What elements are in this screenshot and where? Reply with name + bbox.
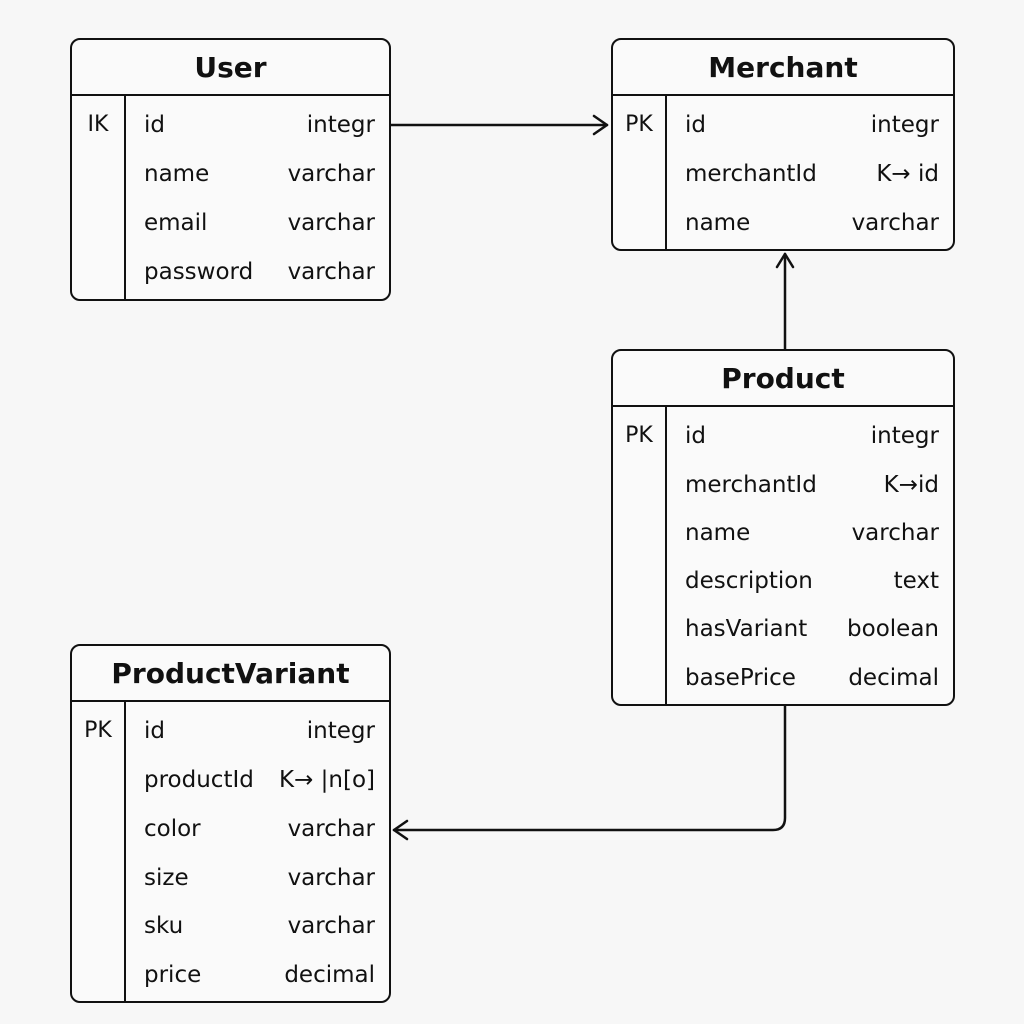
- column-name: id: [685, 112, 706, 138]
- column-row: hasVariant boolean: [685, 614, 939, 644]
- column-row: price decimal: [144, 960, 375, 990]
- column-type: varchar: [287, 816, 375, 842]
- key-column: IK: [72, 96, 126, 299]
- column-name: productId: [144, 767, 254, 793]
- key-column: PK: [613, 96, 667, 249]
- relation-product-productvariant: [392, 703, 787, 841]
- column-type: varchar: [851, 520, 939, 546]
- column-name: id: [144, 718, 165, 744]
- column-type: K→ |n[o]: [278, 767, 375, 793]
- column-type: K→id: [883, 472, 939, 498]
- column-name: name: [685, 210, 751, 236]
- entity-title: User: [72, 40, 389, 96]
- column-name: description: [685, 568, 813, 594]
- key-column: PK: [72, 702, 126, 1001]
- column-row: id integr: [685, 110, 939, 140]
- column-row: password varchar: [144, 257, 375, 287]
- column-row: size varchar: [144, 863, 375, 893]
- column-name: password: [144, 259, 254, 285]
- column-row: email varchar: [144, 208, 375, 238]
- relation-user-merchant: [389, 114, 609, 136]
- column-type: varchar: [287, 913, 375, 939]
- column-row: merchantId K→ id: [685, 159, 939, 189]
- column-type: K→ id: [876, 161, 939, 187]
- column-name: id: [144, 112, 165, 138]
- column-name: size: [144, 865, 189, 891]
- column-name: hasVariant: [685, 616, 808, 642]
- column-type: boolean: [847, 616, 939, 642]
- entity-user[interactable]: User IK id integr name varchar email var…: [70, 38, 391, 301]
- column-type: varchar: [851, 210, 939, 236]
- column-type: varchar: [287, 161, 375, 187]
- column-row: sku varchar: [144, 911, 375, 941]
- column-name: price: [144, 962, 202, 988]
- entity-productvariant[interactable]: ProductVariant PK id integr productId K→…: [70, 644, 391, 1003]
- column-type: varchar: [287, 210, 375, 236]
- column-type: varchar: [287, 865, 375, 891]
- entity-title: Product: [613, 351, 953, 407]
- column-row: name varchar: [685, 518, 939, 548]
- column-row: id integr: [685, 421, 939, 451]
- entity-title: ProductVariant: [72, 646, 389, 702]
- entity-title: Merchant: [613, 40, 953, 96]
- column-type: integr: [870, 423, 939, 449]
- column-name: sku: [144, 913, 184, 939]
- column-name: merchantId: [685, 161, 817, 187]
- column-name: name: [144, 161, 210, 187]
- column-name: email: [144, 210, 208, 236]
- column-name: id: [685, 423, 706, 449]
- column-row: description text: [685, 566, 939, 596]
- column-row: merchantId K→id: [685, 470, 939, 500]
- column-type: decimal: [284, 962, 375, 988]
- column-row: basePrice decimal: [685, 663, 939, 693]
- key-label: PK: [625, 423, 653, 448]
- column-type: decimal: [848, 665, 939, 691]
- column-row: color varchar: [144, 814, 375, 844]
- column-type: integr: [870, 112, 939, 138]
- key-label: PK: [625, 112, 653, 137]
- key-label: PK: [84, 718, 112, 743]
- column-name: merchantId: [685, 472, 817, 498]
- relation-product-merchant: [775, 252, 795, 352]
- column-row: productId K→ |n[o]: [144, 765, 375, 795]
- column-type: integr: [306, 718, 375, 744]
- column-name: color: [144, 816, 201, 842]
- column-name: basePrice: [685, 665, 796, 691]
- column-type: integr: [306, 112, 375, 138]
- column-type: varchar: [287, 259, 375, 285]
- column-name: name: [685, 520, 751, 546]
- column-row: name varchar: [685, 208, 939, 238]
- entity-product[interactable]: Product PK id integr merchantId K→id nam…: [611, 349, 955, 706]
- column-type: text: [893, 568, 939, 594]
- column-row: name varchar: [144, 159, 375, 189]
- key-label: IK: [87, 112, 109, 137]
- column-row: id integr: [144, 716, 375, 746]
- column-row: id integr: [144, 110, 375, 140]
- entity-merchant[interactable]: Merchant PK id integr merchantId K→ id n…: [611, 38, 955, 251]
- key-column: PK: [613, 407, 667, 704]
